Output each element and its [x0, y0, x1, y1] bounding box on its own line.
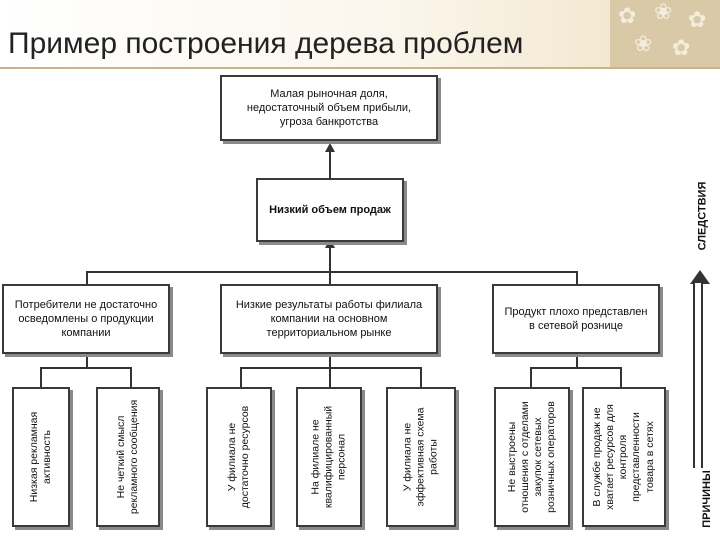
tree-level2-box: Низкие результаты работы филиала компани… — [220, 284, 438, 354]
arrow-up-icon — [325, 143, 335, 152]
tree-leaf-box: У филиала не достаточно ресурсов — [206, 387, 272, 527]
connector-leaf3 — [240, 367, 242, 387]
arrow-up-icon — [325, 239, 335, 248]
connector-group1 — [86, 356, 88, 368]
tree-leaf-label: Не четкий смысл рекламного сообщения — [114, 399, 140, 515]
causality-arrow — [690, 270, 710, 284]
connector-leaf5 — [420, 367, 422, 387]
tree-leaf-box: У филиала не эффективная схема работы — [386, 387, 456, 527]
connector-leaf4 — [329, 367, 331, 387]
tree-level2-box: Продукт плохо представлен в сетевой розн… — [492, 284, 660, 354]
connector-level2-bus — [86, 271, 578, 273]
connector-leaf6 — [530, 367, 532, 387]
connector-group2-bus — [240, 367, 422, 369]
slide-header: ✿ ❀ ✿ ❀ ✿ — [0, 0, 720, 67]
tree-leaf-label: На филиале не квалифицированный персонал — [309, 405, 348, 509]
tree-leaf-box: В службе продаж не хватает ресурсов для … — [582, 387, 666, 527]
flower-icon: ❀ — [634, 32, 653, 57]
tree-leaf-box: Не выстроены отношения с отделами закупо… — [494, 387, 570, 527]
connector-level2-right — [576, 271, 578, 285]
flower-icon: ❀ — [654, 0, 673, 25]
connector-root — [329, 150, 331, 178]
connector-leaf7 — [620, 367, 622, 387]
axis-label-causes: ПРИЧИНЫ — [700, 470, 713, 528]
tree-leaf-label: В службе продаж не хватает ресурсов для … — [591, 404, 656, 510]
connector-level2-mid — [329, 271, 331, 285]
tree-leaf-label: Не выстроены отношения с отделами закупо… — [505, 401, 558, 513]
tree-root-box: Малая рыночная доля, недостаточный объем… — [220, 75, 438, 141]
flower-icon: ✿ — [672, 36, 691, 61]
tree-level2-box: Потребители не достаточно осведомлены о … — [2, 284, 170, 354]
flower-icon: ✿ — [618, 4, 637, 29]
connector-leaf2 — [130, 367, 132, 387]
tree-leaf-box: Низкая рекламная активность — [12, 387, 70, 527]
tree-leaf-label: У филиала не достаточно ресурсов — [225, 405, 251, 509]
connector-leaf1 — [40, 367, 42, 387]
tree-level1-box: Низкий объем продаж — [256, 178, 404, 242]
connector-group1-bus — [40, 367, 132, 369]
causality-arrow-shaft — [693, 283, 703, 468]
connector-group3-bus — [530, 367, 622, 369]
tree-leaf-box: Не четкий смысл рекламного сообщения — [96, 387, 160, 527]
slide-title: Пример построения дерева проблем — [8, 27, 524, 60]
connector-level2-left — [86, 271, 88, 285]
connector-group3 — [576, 356, 578, 368]
tree-leaf-label: Низкая рекламная активность — [27, 411, 53, 503]
axis-label-consequences: СЛЕДСТВИЯ — [696, 181, 709, 251]
flower-icon: ✿ — [688, 8, 707, 33]
connector-group2 — [329, 356, 331, 368]
tree-leaf-box: На филиале не квалифицированный персонал — [296, 387, 362, 527]
floral-decoration: ✿ ❀ ✿ ❀ ✿ — [610, 0, 720, 67]
tree-leaf-label: У филиала не эффективная схема работы — [401, 407, 440, 507]
connector-level1 — [329, 245, 331, 271]
header-divider — [0, 67, 720, 69]
